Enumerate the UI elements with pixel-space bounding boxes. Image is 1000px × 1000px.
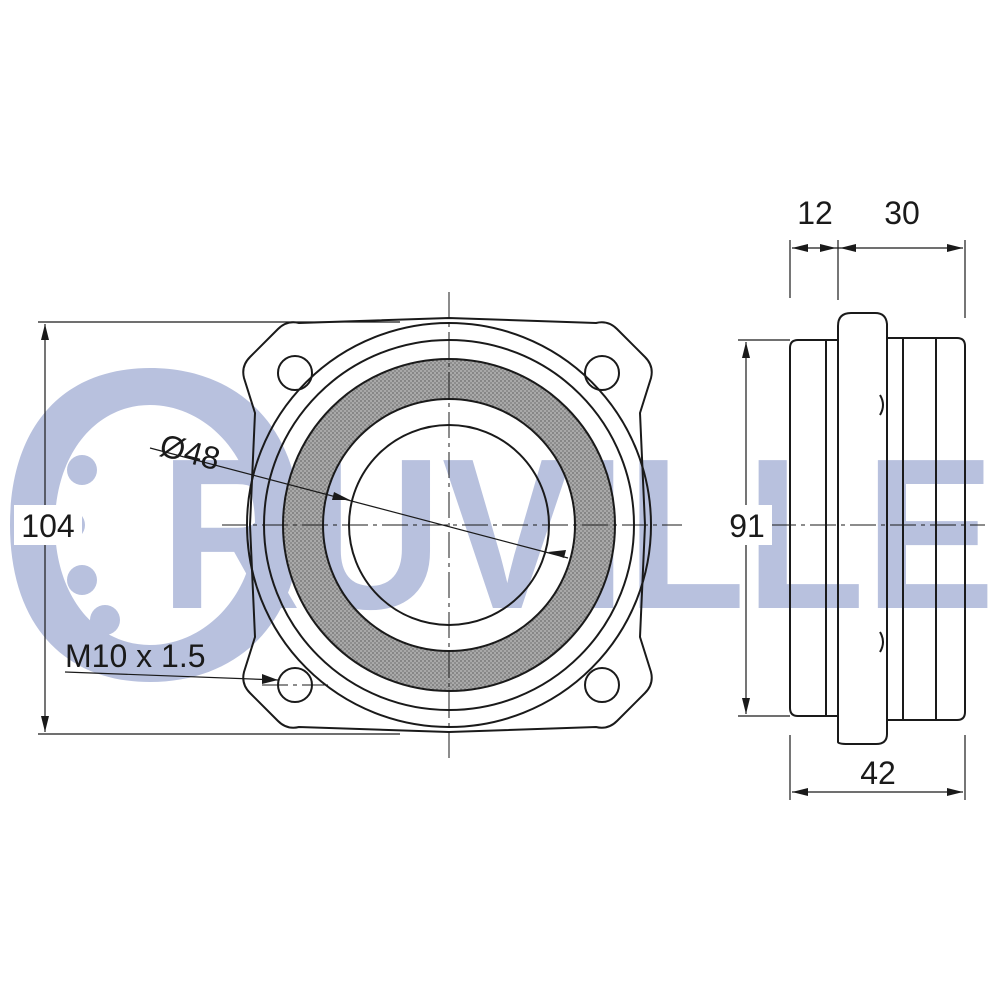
break-mark-bottom [879,631,884,653]
diameter-arrow-right [548,550,566,558]
total-width-arrow-left [792,788,808,796]
diameter-leader [149,447,569,559]
flange-profile [837,312,888,745]
height-label: 104 [21,508,74,544]
diameter-arrow-left [332,492,350,500]
side-diameter-arrow-top [742,342,750,358]
height-arrow-top [41,324,49,340]
thread-leader [64,671,279,681]
height-arrow-bottom [41,716,49,732]
bearing-body-left [789,339,838,717]
side-view: 91 12 30 42 [722,195,985,800]
total-width-label: 42 [860,755,896,791]
total-width-arrow-right [947,788,963,796]
thread-label: M10 x 1.5 [65,638,206,674]
bolt-hole-bottom-right [584,667,620,703]
flange-width-arrow-left [792,244,808,252]
hub-width-label: 30 [884,195,920,231]
side-diameter-label: 91 [729,508,765,544]
break-mark-top [879,394,884,416]
front-view: 104 Ø48 M10 x 1.5 [14,292,682,762]
hub-width-arrow-left [840,244,856,252]
hub-width-arrow-right [947,244,963,252]
bolt-hole-top-left [277,355,313,391]
flange-width-label: 12 [797,195,833,231]
flange-width-arrow-right [820,244,836,252]
side-diameter-arrow-bottom [742,698,750,714]
bearing-body-right [887,337,966,721]
bolt-hole-top-right [584,355,620,391]
flange-outline [242,316,653,734]
thread-arrow [262,674,278,684]
